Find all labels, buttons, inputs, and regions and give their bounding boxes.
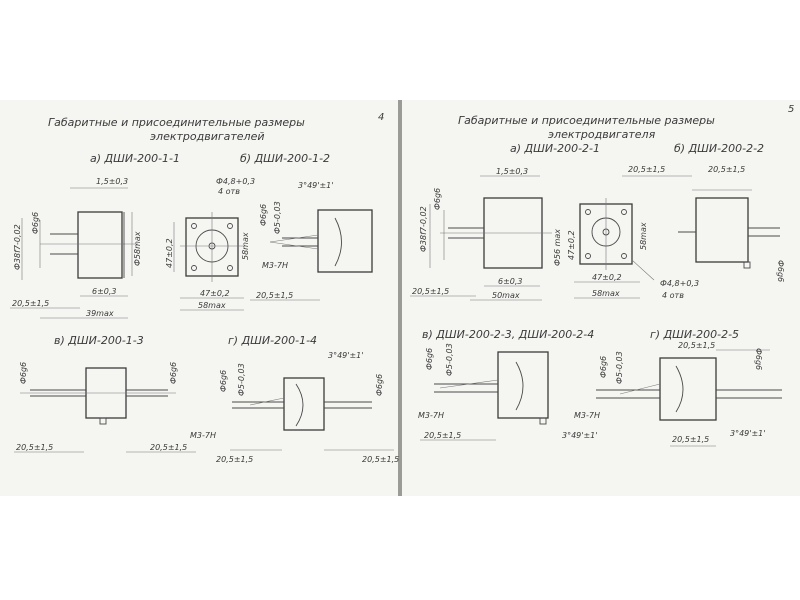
left-v-dim-3: 20,5±1,5 (150, 443, 187, 452)
right-g-dim-3: Ф6g6 (754, 348, 763, 370)
right-g-dim-4: M3-7H (574, 411, 600, 420)
right-view-a-front-drawing (574, 198, 655, 299)
left-view-g-label: г) ДШИ-200-1-4 (228, 334, 317, 347)
right-g-dim-5: 20,5±1,5 (672, 435, 709, 444)
right-g-dim-2: Ф5-0,03 (615, 351, 624, 384)
right-a-dim-10: 58max (592, 289, 620, 298)
left-g-dim-6: 20,5±1,5 (362, 455, 399, 464)
left-view-v-drawing (14, 367, 196, 453)
left-view-b-label: б) ДШИ-200-1-2 (240, 152, 330, 165)
left-g-dim-1: Ф5-0,03 (237, 363, 246, 396)
left-b-dim-0: Ф4,8+0,3 (216, 177, 255, 186)
right-a-dim-3: Ф56 max (553, 229, 562, 266)
left-view-v-label: в) ДШИ-200-1-3 (54, 334, 144, 347)
left-page-number: 4 (378, 112, 384, 123)
left-title-line1: Габаритные и присоединительные размеры (48, 116, 305, 129)
left-g-dim-3: Ф6g6 (375, 374, 384, 396)
right-a-dim-9: 47±0,2 (592, 273, 622, 282)
left-a-dim-3: Ф58max (133, 231, 142, 266)
left-g-dim-2: 3°49'±1' (328, 351, 363, 360)
right-a-dim-7: 20,5±1,5 (412, 287, 449, 296)
right-page-number: 5 (788, 104, 794, 115)
right-a-dim-8: 50max (492, 291, 520, 300)
left-view-a-label: а) ДШИ-200-1-1 (90, 152, 180, 165)
right-a-dim-11: Ф4,8+0,3 (660, 279, 699, 288)
right-v-dim-0: Ф6g6 (425, 348, 434, 370)
left-g-dim-5: 20,5±1,5 (216, 455, 253, 464)
right-b-dim-2: Ф6g6 (776, 260, 785, 282)
right-a-dim-5: 58max (639, 222, 648, 250)
scanned-spread: Габаритные и присоединительные размеры э… (0, 100, 800, 496)
right-v-dim-3: 20,5±1,5 (424, 431, 461, 440)
left-a-dim-4: 6±0,3 (92, 287, 117, 296)
left-view-b-front-drawing (173, 212, 244, 311)
left-view-a-drawing (10, 187, 138, 319)
right-title-line2: электродвигателя (548, 128, 656, 141)
right-title-line1: Габаритные и присоединительные размеры (458, 114, 715, 127)
right-a-dim-4: 47±0,2 (567, 230, 576, 260)
right-a-dim-1: Ф6g6 (433, 188, 442, 210)
right-view-a-label: а) ДШИ-200-2-1 (510, 142, 600, 155)
left-b-dim-6: 3°49'±1' (298, 181, 333, 190)
left-a-dim-5: 20,5±1,5 (12, 299, 49, 308)
left-v-dim-0: Ф6g6 (19, 362, 28, 384)
right-a-dim-0: 1,5±0,3 (496, 167, 528, 176)
left-v-dim-1: Ф6g6 (169, 362, 178, 384)
page-gutter (398, 100, 402, 496)
right-view-v-drawing (420, 351, 549, 441)
left-a-dim-0: 1,5±0,3 (96, 177, 128, 186)
left-v-dim-2: 20,5±1,5 (16, 443, 53, 452)
left-a-dim-6: 39max (86, 309, 114, 318)
right-v-dim-1: Ф5-0,03 (445, 343, 454, 376)
right-g-dim-0: 20,5±1,5 (678, 341, 715, 350)
left-b-dim-4: 47±0,2 (200, 289, 230, 298)
left-b-dim-3: 58max (241, 232, 250, 260)
left-b-dim-5: 58max (198, 301, 226, 310)
right-view-g-label: г) ДШИ-200-2-5 (650, 328, 739, 341)
left-b-dim-1: 4 отв (218, 187, 240, 196)
right-a-dim-6: 6±0,3 (498, 277, 523, 286)
left-title-line2: электродвигателей (150, 130, 264, 143)
right-view-b-label: б) ДШИ-200-2-2 (674, 142, 764, 155)
right-view-a-side-drawing (410, 175, 552, 301)
right-v-dim-4: 3°49'±1' (562, 431, 597, 440)
left-g-dim-0: Ф6g6 (219, 370, 228, 392)
right-view-g-drawing (596, 349, 782, 447)
right-view-b-drawing (622, 175, 780, 269)
right-a-dim-2: Ф38f7-0,02 (419, 206, 428, 252)
right-b-dim-0: 20,5±1,5 (628, 165, 665, 174)
left-view-b-side-drawing (250, 209, 373, 301)
left-b-dim-8: Ф5-0,03 (273, 201, 282, 234)
left-g-dim-4: M3-7H (190, 431, 216, 440)
left-b-dim-10: 20,5±1,5 (256, 291, 293, 300)
right-view-v-label: в) ДШИ-200-2-3, ДШИ-200-2-4 (422, 328, 594, 341)
right-v-dim-2: M3-7H (418, 411, 444, 420)
left-view-g-drawing (230, 377, 394, 451)
right-g-dim-1: Ф6g6 (599, 356, 608, 378)
left-a-dim-1: Ф6g6 (31, 212, 40, 234)
left-a-dim-2: Ф38f7-0,02 (13, 224, 22, 270)
right-b-dim-1: 20,5±1,5 (708, 165, 745, 174)
left-b-dim-7: Ф6g6 (259, 204, 268, 226)
left-b-dim-2: 47±0,2 (165, 238, 174, 268)
right-a-dim-12: 4 отв (662, 291, 684, 300)
right-g-dim-6: 3°49'±1' (730, 429, 765, 438)
left-b-dim-9: M3-7H (262, 261, 288, 270)
drawing-canvas: Габаритные и присоединительные размеры э… (10, 104, 794, 464)
